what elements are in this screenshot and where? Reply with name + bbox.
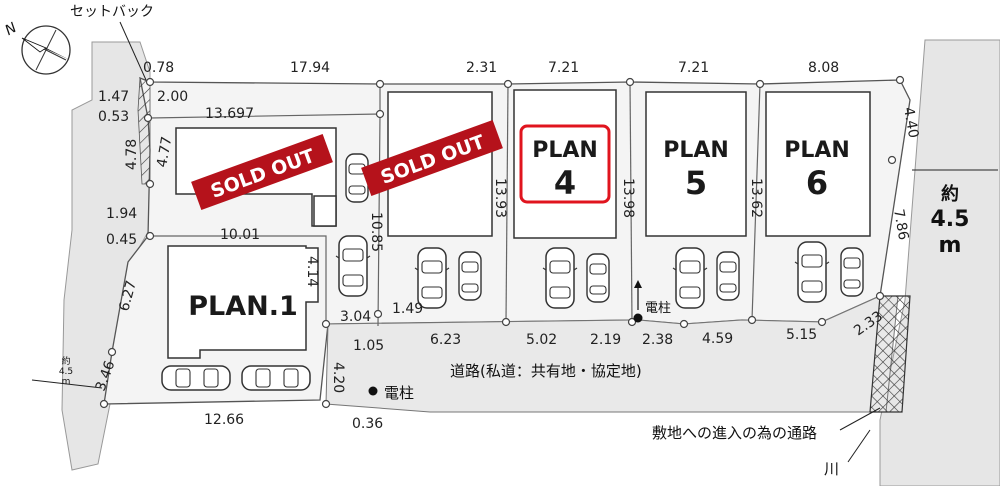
dim-4-59: 4.59	[702, 331, 733, 347]
dim-13-62: 13.62	[748, 178, 764, 218]
setback-label: セットバック	[70, 4, 154, 20]
plan6-number: 6	[806, 164, 828, 202]
dim-4-78: 4.78	[124, 139, 140, 170]
east-road-width-3: m	[939, 233, 962, 258]
plan4-highlight[interactable]	[519, 124, 611, 204]
utility-pole-label-1: 電柱	[645, 301, 671, 316]
east-road-width-2: 4.5	[931, 207, 970, 232]
dim-7-21-a: 7.21	[548, 60, 579, 76]
plan4-number: 4	[554, 164, 576, 202]
utility-pole-label-2: 電柱	[384, 384, 414, 402]
north-compass: N	[3, 20, 71, 75]
dim-0-53: 0.53	[98, 109, 129, 125]
utility-pole-dot-1	[633, 313, 643, 323]
dim-4-14: 4.14	[304, 256, 320, 287]
dim-7-86: 7.86	[890, 208, 911, 242]
dim-1-05: 1.05	[353, 338, 384, 354]
house-plan6	[765, 91, 871, 237]
north-label: N	[3, 20, 21, 39]
dim-13-697: 13.697	[205, 106, 254, 122]
dim-2-00: 2.00	[157, 89, 188, 105]
dim-5-02: 5.02	[526, 332, 557, 348]
dim-2-19: 2.19	[590, 332, 621, 348]
dim-5-15: 5.15	[786, 327, 817, 343]
house-sold-1-annex	[313, 195, 337, 227]
east-road-width-1: 約	[941, 183, 959, 205]
dim-1-47: 1.47	[98, 89, 129, 105]
dim-7-21-b: 7.21	[678, 60, 709, 76]
survey-points	[99, 75, 905, 409]
utility-pole-dot-2	[368, 386, 378, 396]
dim-10-85: 10.85	[368, 212, 384, 252]
river-label: 川	[824, 460, 839, 478]
dim-2-31: 2.31	[466, 60, 497, 76]
dim-6-27: 6.27	[116, 279, 140, 313]
dim-8-08: 8.08	[808, 60, 839, 76]
plan5-number: 5	[685, 164, 707, 202]
dim-0-45: 0.45	[106, 232, 137, 248]
plan4-name: PLAN	[532, 138, 598, 163]
dimension-labels: 0.78 17.94 2.31 7.21 7.21 8.08 1.47 2.00…	[98, 60, 839, 432]
dim-4-20: 4.20	[330, 362, 346, 393]
plan6-name: PLAN	[784, 138, 850, 163]
access-path-label: 敷地への進入の為の通路	[652, 424, 817, 442]
west-road-width-2: 4.5	[59, 367, 73, 377]
dim-0-78: 0.78	[143, 60, 174, 76]
dim-4-77: 4.77	[154, 135, 175, 168]
dim-10-01: 10.01	[220, 227, 260, 243]
dim-0-36: 0.36	[352, 416, 383, 432]
house-plan5	[645, 91, 747, 237]
west-road-width-1: 約	[61, 355, 70, 367]
dim-13-98: 13.98	[620, 178, 636, 218]
dim-12-66: 12.66	[204, 412, 244, 428]
house-plan1	[167, 245, 319, 359]
plan1-name: PLAN.1	[188, 291, 298, 322]
private-road-label: 道路(私道：共有地・協定地)	[450, 362, 642, 380]
dim-1-49: 1.49	[392, 301, 423, 317]
west-road-width-3: m	[62, 377, 71, 387]
dim-17-94: 17.94	[290, 60, 330, 76]
plan5-name: PLAN	[663, 138, 729, 163]
dim-2-38: 2.38	[642, 332, 673, 348]
dim-3-04: 3.04	[340, 309, 371, 325]
dim-6-23: 6.23	[430, 332, 461, 348]
dim-1-94: 1.94	[106, 206, 137, 222]
dim-4-40: 4.40	[900, 106, 921, 139]
dim-13-93: 13.93	[492, 178, 508, 218]
